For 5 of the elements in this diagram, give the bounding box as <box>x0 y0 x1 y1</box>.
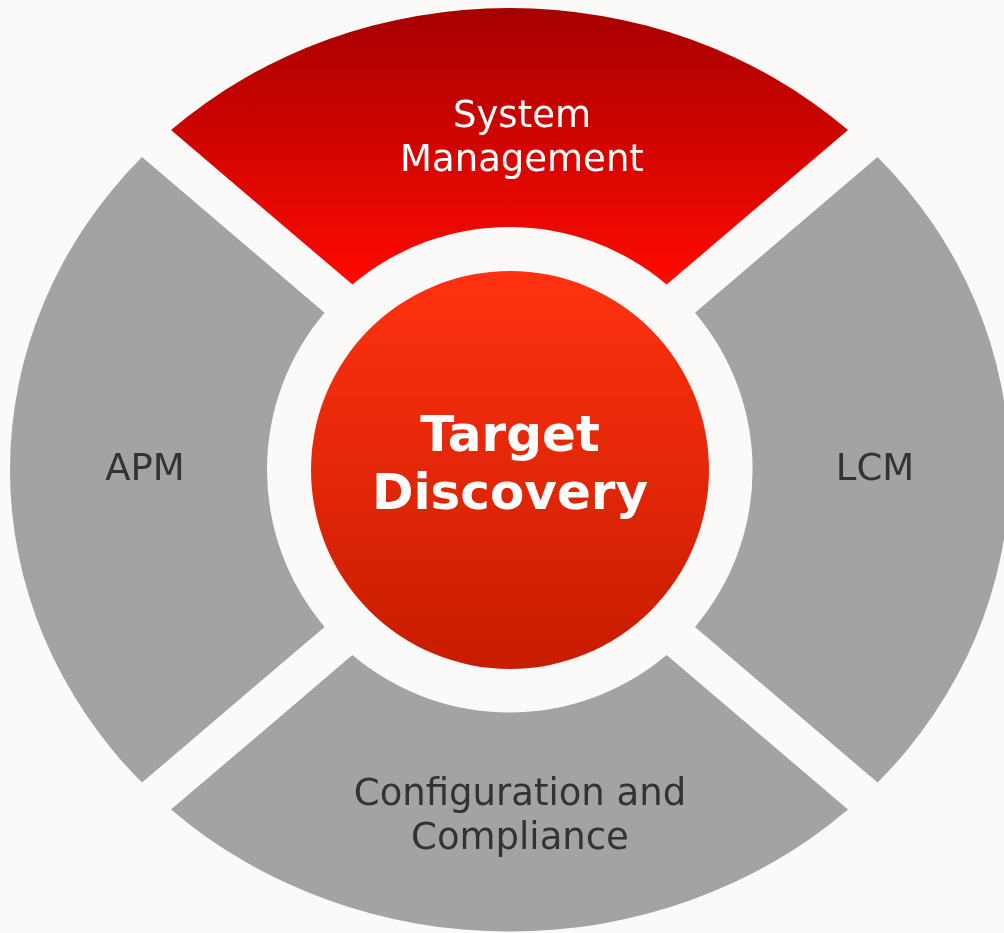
segment-label: System Management <box>399 93 645 181</box>
segment-label: LCM <box>834 446 916 490</box>
segment-label: APM <box>104 446 186 490</box>
center-title: Target Discovery <box>370 405 650 521</box>
segment-label: Configuration and Compliance <box>352 771 688 859</box>
